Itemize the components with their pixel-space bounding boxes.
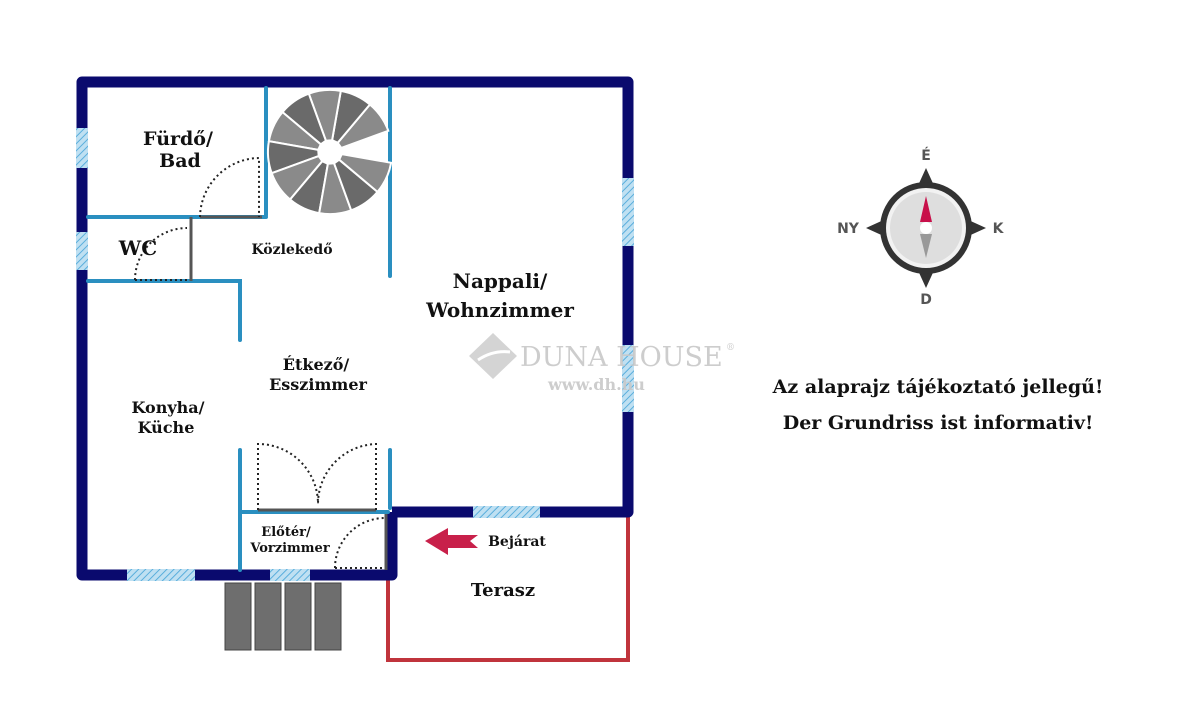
room-label-living-2: Wohnzimmer (425, 298, 574, 322)
watermark-registered: ® (726, 343, 735, 353)
room-label-hall: Közlekedő (251, 242, 332, 258)
compass-west-label: NY (837, 221, 860, 237)
compass-east-label: K (993, 221, 1005, 237)
room-label-dining-2: Esszimmer (269, 375, 367, 394)
entrance-steps (224, 582, 342, 651)
entrance-arrow-icon (425, 528, 478, 555)
windows (76, 128, 634, 581)
terrace-outline (386, 515, 630, 662)
outer-walls (76, 76, 634, 581)
watermark-brand: DUNA HOUSE (520, 342, 723, 373)
spiral-staircase (266, 88, 393, 216)
room-label-living-1: Nappali/ (453, 269, 548, 293)
room-label-kitchen-2: Küche (138, 418, 195, 437)
room-label-terrace: Terasz (471, 580, 535, 601)
room-label-bath-1: Fürdő/ (143, 128, 213, 150)
disclaimer-hungarian: Az alaprajz tájékoztató jellegű! (772, 376, 1104, 398)
compass-north-label: É (921, 147, 931, 164)
duna-house-logo-icon (469, 333, 517, 379)
stair-tread (337, 152, 393, 194)
watermark-url: www.dh.hu (547, 375, 645, 394)
disclaimer-german: Der Grundriss ist informativ! (783, 412, 1094, 434)
room-label-foyer-2: Vorzimmer (249, 541, 330, 556)
partitions (189, 215, 388, 570)
room-label-kitchen-1: Konyha/ (132, 398, 205, 417)
room-label-wc: WC (118, 236, 157, 260)
entrance-label: Bejárat (488, 534, 546, 550)
watermark: DUNA HOUSE ® www.dh.hu (469, 333, 735, 394)
room-label-foyer-1: Előtér/ (261, 525, 311, 540)
compass-icon (866, 168, 986, 288)
room-label-bath-2: Bad (159, 150, 201, 172)
compass-south-label: D (920, 292, 932, 308)
door-swings (134, 156, 386, 569)
room-label-dining-1: Étkező/ (283, 354, 350, 374)
